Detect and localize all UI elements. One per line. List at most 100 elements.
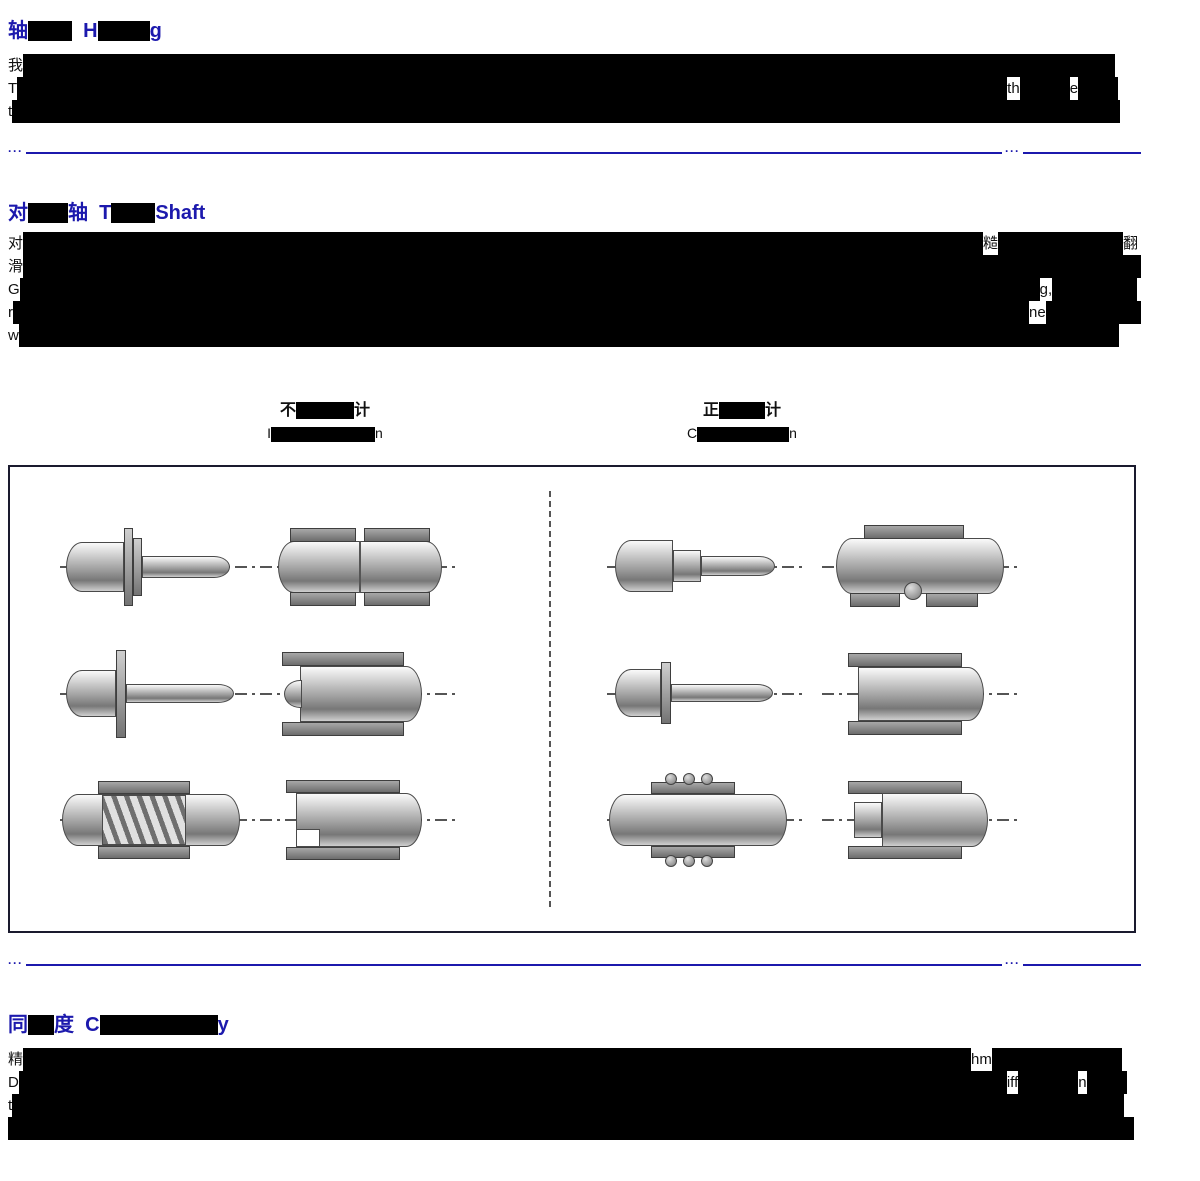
redacted-text [991, 1048, 1122, 1071]
fig-incorrect-notched-housing [260, 765, 460, 875]
text-fragment [74, 1014, 85, 1036]
text-fragment: H [83, 20, 98, 42]
redacted-text [28, 202, 68, 223]
redacted-text [18, 1071, 1007, 1094]
shaft-cylinder [66, 542, 124, 592]
redacted-text [12, 100, 1121, 123]
redacted-text [97, 20, 150, 41]
text-fragment: n [1078, 1074, 1087, 1091]
shaft-cylinder [66, 670, 116, 717]
spring-washer [683, 855, 695, 867]
housing-block [290, 528, 356, 542]
text-fragment: D [8, 1074, 19, 1091]
paragraph-line: t [8, 1094, 1134, 1117]
redacted-text [28, 1014, 54, 1035]
divider-dots: ··· [8, 144, 23, 158]
bore-cylinder [882, 793, 988, 847]
fig-correct-washer-shaft [607, 765, 807, 875]
housing-block [651, 782, 735, 794]
redacted-text [13, 301, 1029, 324]
redacted-text [23, 1048, 972, 1071]
text-fragment [88, 202, 99, 224]
text-fragment [72, 20, 83, 42]
housing-block [364, 592, 430, 606]
redacted-text [28, 20, 72, 41]
helical-scoring [102, 795, 186, 845]
text-fragment: ne [1029, 304, 1046, 321]
shoulder-collar [661, 662, 671, 724]
housing-block [848, 653, 962, 667]
redacted-text [23, 255, 1142, 278]
flange [116, 650, 126, 738]
shaft-step [673, 550, 701, 582]
joint-seam [359, 541, 361, 593]
bore-cylinder [858, 667, 984, 721]
text-fragment: T [8, 80, 18, 97]
redacted-text [18, 324, 1119, 347]
text-fragment: 轴 [8, 20, 28, 42]
redacted-text [23, 232, 984, 255]
fig-incorrect-flanged-shaft [60, 512, 260, 622]
fig-incorrect-stepped-bore-housing [260, 639, 460, 749]
text-fragment: n [789, 425, 797, 441]
text-fragment: I [267, 425, 272, 441]
redacted-text [1018, 1071, 1079, 1094]
redacted-text [1019, 77, 1070, 100]
shaft-cylinder [615, 540, 673, 592]
divider-line [26, 964, 1002, 966]
text-fragment: C [687, 425, 698, 441]
text-fragment: n [375, 425, 383, 441]
redacted-text [19, 278, 1040, 301]
redacted-text [1052, 278, 1138, 301]
flange [124, 528, 133, 606]
spring-washer [665, 855, 677, 867]
fig-correct-plain-housing [822, 639, 1022, 749]
redacted-text [296, 402, 354, 420]
figure-label-incorrect-cn: 不计 [195, 396, 455, 420]
housing-block [364, 528, 430, 542]
fig-correct-shoulder-shaft [607, 639, 807, 749]
fig-incorrect-split-housing [260, 512, 460, 622]
text-fragment: G [8, 281, 20, 298]
bore-notch [296, 829, 320, 847]
paragraph-line: 对糙翻 [8, 232, 1141, 255]
housing-block [282, 722, 404, 736]
divider-line-tail [1023, 964, 1141, 966]
shaft-cylinder [671, 684, 773, 702]
fig-correct-stepped-housing [822, 765, 1022, 875]
text-fragment: 翻 [1123, 235, 1139, 252]
text-fragment: t [8, 1097, 13, 1114]
text-fragment: C [85, 1014, 100, 1036]
locating-pin [904, 582, 922, 600]
paragraph-line [8, 1117, 1134, 1140]
redacted-text [8, 1117, 1134, 1140]
shaft-cylinder [142, 556, 230, 578]
shaft-cylinder [609, 794, 787, 846]
redacted-text [719, 402, 765, 420]
divider-line [26, 152, 1002, 154]
text-fragment: 对 [8, 202, 28, 224]
housing-block [864, 525, 964, 539]
redacted-text [12, 1094, 1125, 1117]
text-fragment: 不 [279, 402, 296, 419]
divider-line-tail [1023, 152, 1141, 154]
text-fragment: y [217, 1014, 229, 1036]
bore-step [854, 802, 882, 838]
redacted-text [17, 77, 1008, 100]
redacted-text [99, 1014, 218, 1035]
housing-block [848, 846, 962, 859]
fig-correct-stepped-shaft [607, 512, 807, 622]
redacted-text [111, 202, 156, 223]
text-fragment: 同 [8, 1014, 28, 1036]
paragraph-line: t [8, 100, 1121, 123]
